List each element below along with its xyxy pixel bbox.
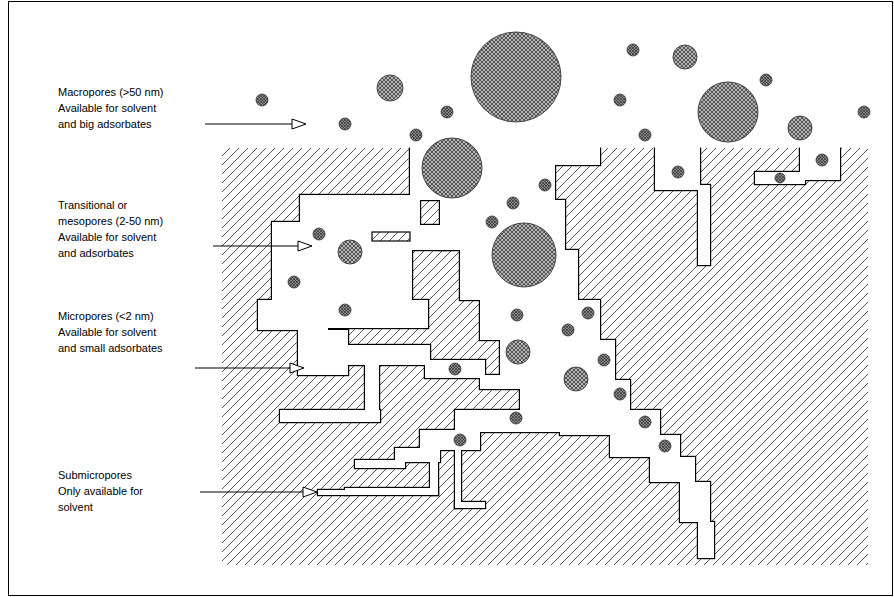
adsorbate	[506, 340, 530, 364]
solvent-molecule	[539, 179, 551, 191]
solvent-molecule	[313, 228, 325, 240]
pore-class-label: Macropores (>50 nm)	[58, 84, 172, 100]
solvent-molecule	[256, 94, 268, 106]
pore-class-label: Micropores (<2 nm)	[58, 308, 172, 324]
solvent-molecule	[858, 106, 870, 118]
adsorbate	[338, 240, 362, 264]
pore-access-note: Available for solvent and adsorbates	[58, 229, 172, 261]
pore-space	[258, 140, 840, 558]
solvent-molecule	[339, 304, 351, 316]
big-adsorbate	[422, 138, 482, 198]
solvent-molecule	[511, 309, 523, 321]
solvent-molecule	[672, 166, 684, 178]
carbon-island	[372, 232, 410, 241]
pointer-head	[292, 119, 306, 129]
pore-access-note: Available for solvent and small adsorbat…	[58, 324, 172, 356]
big-adsorbate	[492, 223, 556, 287]
pore-class-label: Submicropores	[58, 467, 172, 483]
pointer-line	[205, 124, 292, 125]
solvent-molecule	[639, 129, 651, 141]
big-adsorbate	[698, 82, 758, 142]
solvent-molecule	[454, 434, 466, 446]
solvent-molecule	[507, 197, 519, 209]
solvent-molecule	[339, 118, 351, 130]
pointer-head	[290, 363, 304, 373]
big-adsorbate	[471, 32, 561, 122]
solvent-molecule	[816, 154, 828, 166]
solvent-molecule	[449, 363, 461, 375]
adsorbate	[673, 45, 697, 69]
pore-outline	[258, 140, 840, 558]
solvent-molecule	[510, 412, 522, 424]
solvent-molecule	[639, 416, 651, 428]
frame	[9, 2, 893, 596]
pore-access-note: Only available for solvent	[58, 483, 172, 515]
pore-access-note: Available for solvent and big adsorbates	[58, 100, 172, 132]
solvent-molecule	[760, 74, 772, 86]
solvent-molecule	[659, 440, 671, 452]
solvent-molecule	[582, 307, 594, 319]
solvent-molecule	[775, 173, 785, 183]
pointer-head	[303, 487, 317, 497]
solvent-molecule	[441, 106, 453, 118]
pointer-line	[195, 368, 290, 369]
solvent-molecule	[598, 354, 610, 366]
solvent-molecule	[627, 44, 639, 56]
pointer-line	[200, 492, 303, 493]
adsorbate	[564, 367, 588, 391]
pointer-line	[213, 246, 298, 247]
solvent-molecule	[614, 94, 626, 106]
adsorbate	[788, 116, 812, 140]
solvent-molecule	[614, 388, 626, 400]
solvent-molecule	[486, 216, 498, 228]
adsorbate	[377, 75, 403, 101]
pore-class-label: Transitional or mesopores (2-50 nm)	[58, 197, 172, 229]
solvent-molecule	[562, 324, 574, 336]
pointer-head	[298, 241, 312, 251]
solvent-molecule	[410, 129, 422, 141]
open-space	[214, 0, 876, 148]
solvent-molecule	[288, 276, 300, 288]
